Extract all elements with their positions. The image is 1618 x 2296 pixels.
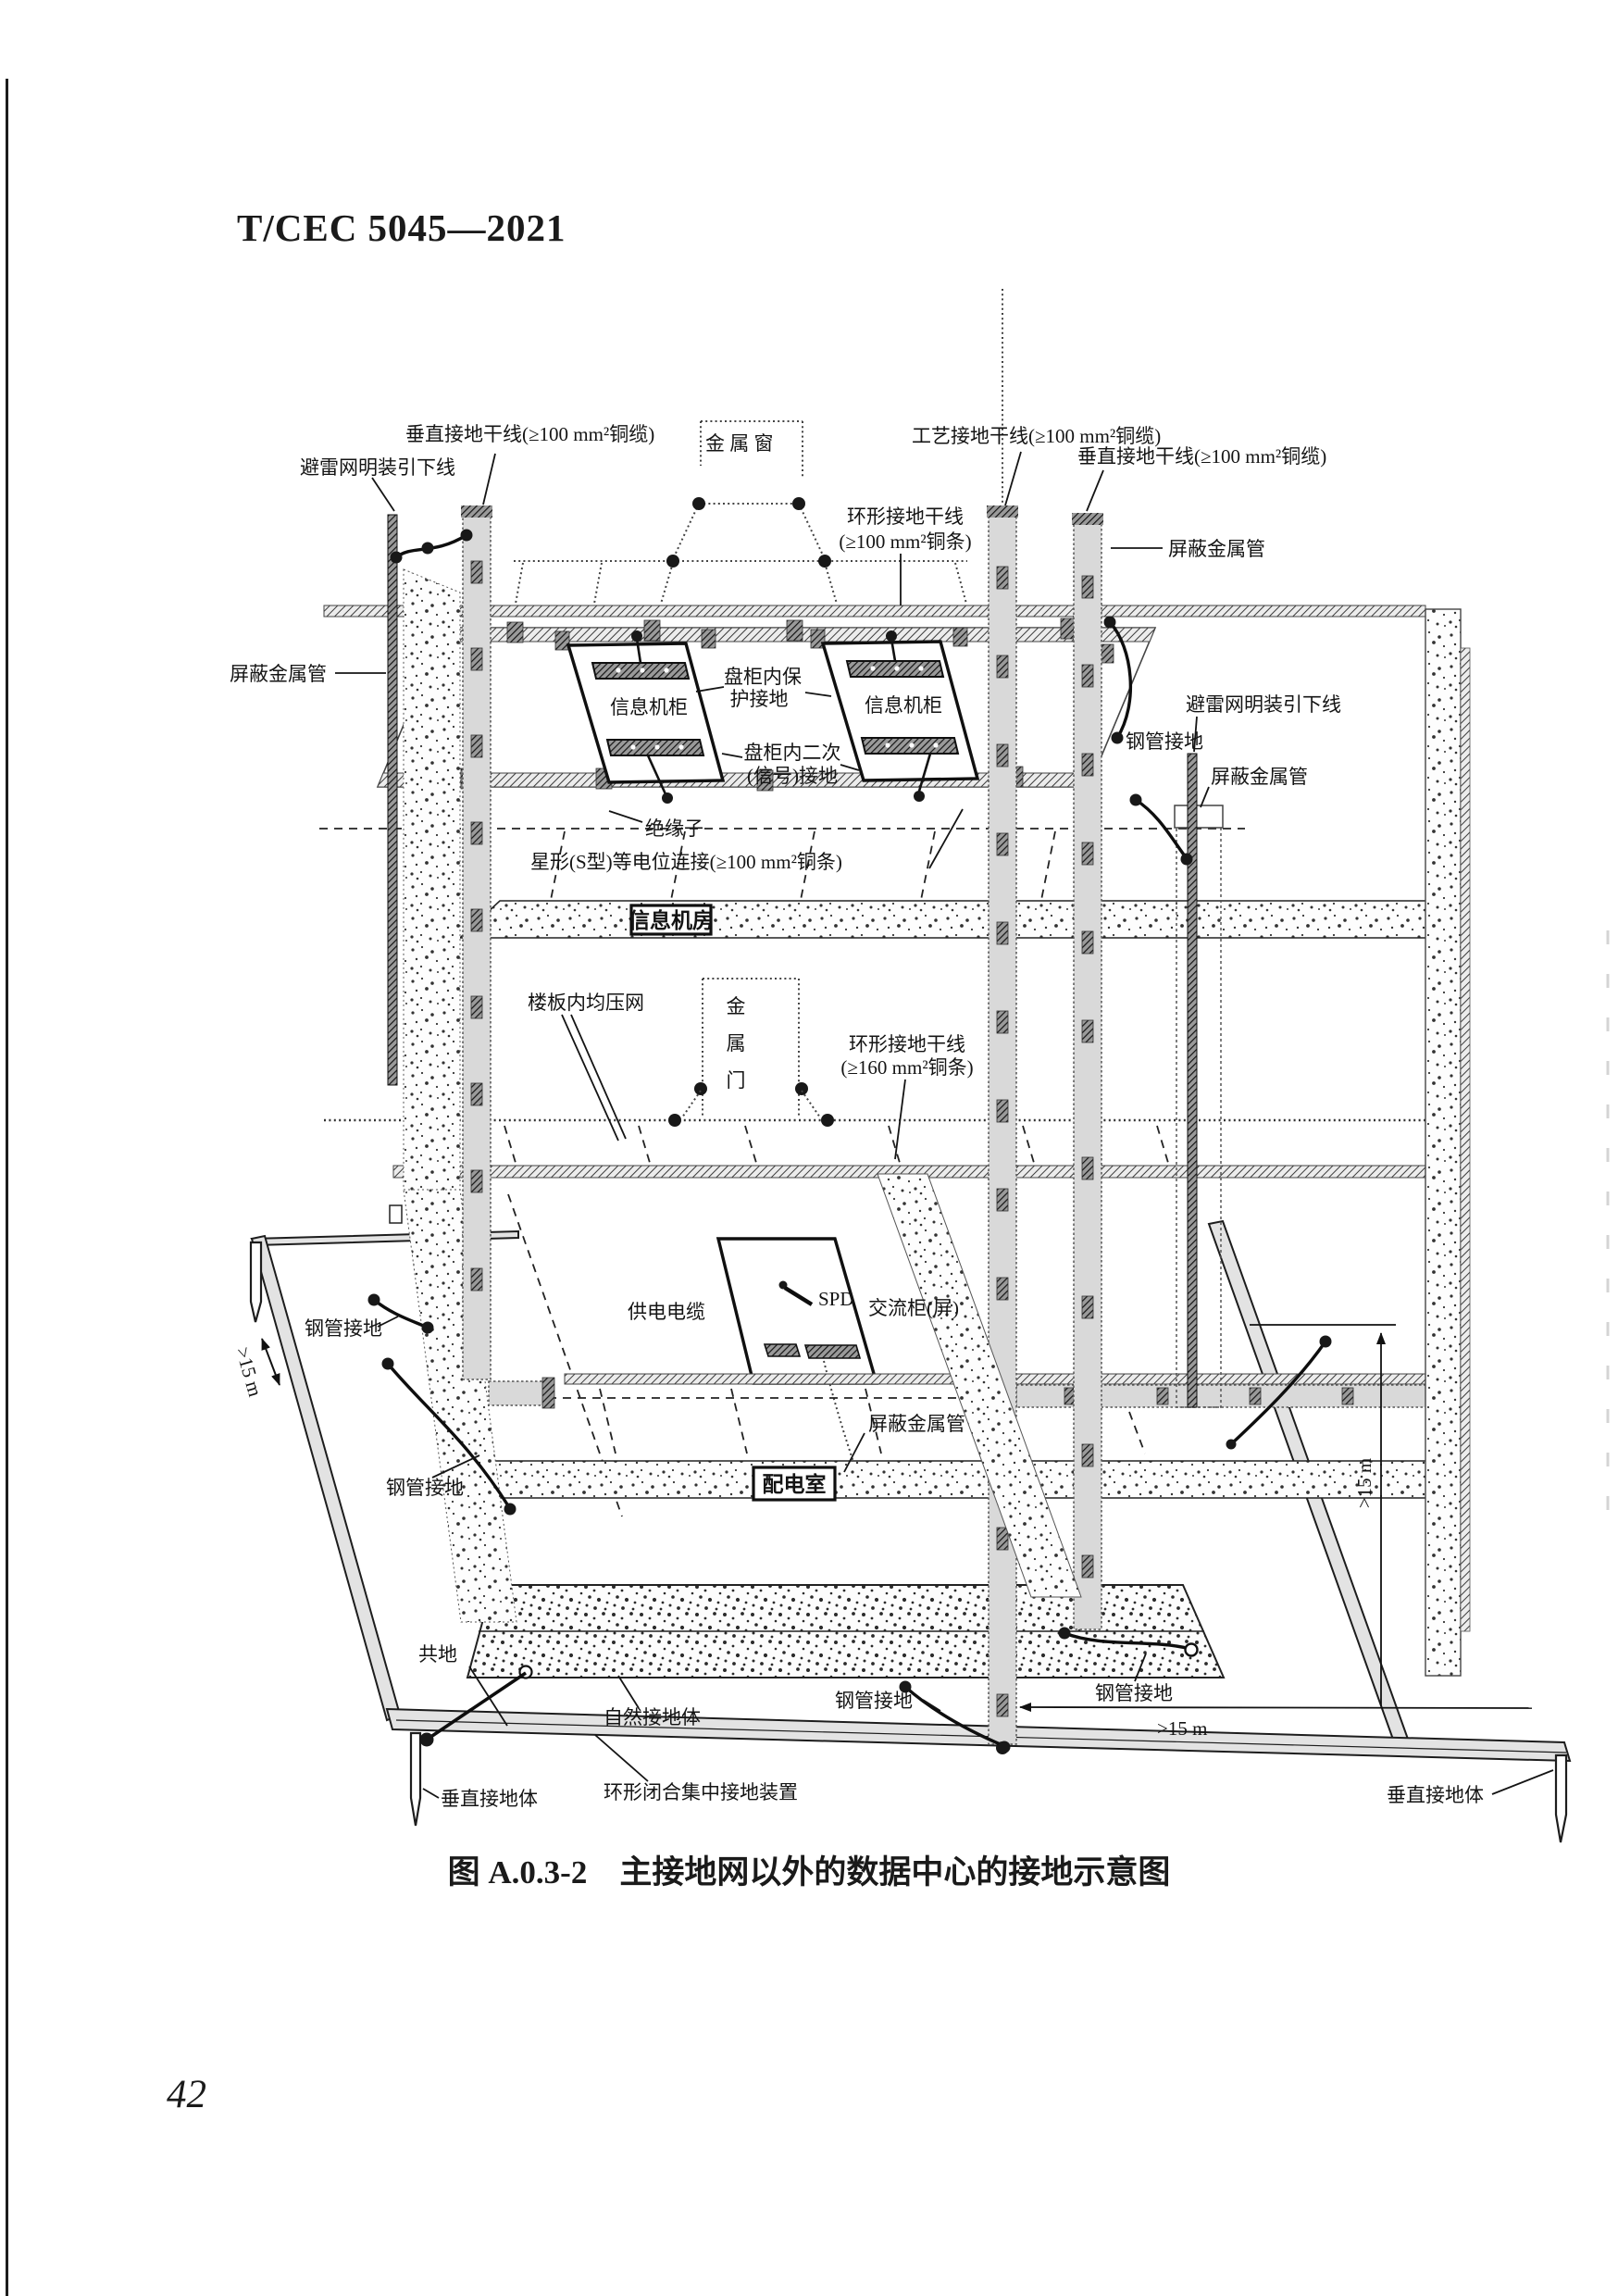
label-ac-cabinet: 交流柜(屏) — [868, 1297, 959, 1319]
label-vertical-earth-right: 垂直接地体 — [1387, 1784, 1484, 1806]
label-dim-right: >15 m — [1353, 1458, 1375, 1508]
label-lightning-downlead-left: 避雷网明装引下线 — [300, 456, 455, 479]
right-wall — [1425, 608, 1462, 1677]
vertical-rod-south — [409, 1731, 422, 1827]
label-vertical-trunk-right: 垂直接地干线(≥100 mm²铜缆) — [1077, 445, 1326, 468]
page-number: 42 — [167, 2073, 206, 2116]
label-panel-protect-2: 护接地 — [730, 688, 789, 710]
vertical-rod-east — [1554, 1753, 1568, 1843]
left-wall — [387, 505, 555, 1623]
label-shield-pipe-bottom: 屏蔽金属管 — [868, 1413, 965, 1435]
vertical-rod-west — [249, 1241, 263, 1323]
label-vertical-earth-left: 垂直接地体 — [441, 1788, 538, 1810]
distribution-room-floor: 配电室 — [467, 1460, 1454, 1502]
scan-edge-line — [6, 79, 8, 2296]
right-columns — [877, 289, 1471, 1754]
process-ground-pipe — [988, 506, 1017, 1745]
cabinet-ground-connections — [631, 630, 932, 804]
info-room-label: 信息机房 — [629, 908, 714, 932]
equipment-platform — [376, 618, 1157, 804]
label-shield-pipe-right-top: 屏蔽金属管 — [1168, 538, 1265, 560]
diagram-labels: 垂直接地干线(≥100 mm²铜缆) 避雷网明装引下线 金 属 窗 工艺接地干线… — [230, 423, 1484, 1810]
standard-number-header: T/CEC 5045—2021 — [237, 206, 566, 249]
metal-door — [681, 978, 821, 1118]
vertical-ground-pipe-left — [462, 506, 492, 1380]
info-room-floor: 信息机房 — [457, 900, 1459, 939]
ac-cabinet-box — [716, 1237, 879, 1471]
label-ring-closed-device: 环形闭合集中接地装置 — [604, 1781, 798, 1803]
label-ring-trunk-upper-2: (≥100 mm²铜条) — [839, 530, 971, 553]
label-spd: SPD — [818, 1288, 854, 1310]
label-info-cabinet-left: 信息机柜 — [610, 696, 688, 718]
label-steel-pipe-ground-bottom-right: 钢管接地 — [1095, 1682, 1173, 1704]
label-steel-pipe-ground-left-mid: 钢管接地 — [305, 1317, 382, 1340]
right-facade-downlead — [1174, 753, 1224, 1408]
lightning-downlead-bar-right — [1187, 753, 1198, 1408]
label-insulator: 绝缘子 — [645, 817, 703, 840]
foundation — [466, 1584, 1226, 1679]
label-natural-earth: 自然接地体 — [604, 1706, 701, 1728]
leader-lines — [335, 451, 1554, 1799]
label-common-ground: 共地 — [418, 1643, 457, 1666]
label-shield-pipe-right-mid: 屏蔽金属管 — [1211, 766, 1308, 788]
lightning-downlead-bar-left — [387, 514, 398, 1086]
label-metal-door-1: 金 — [727, 995, 746, 1017]
figure-caption: 图 A.0.3-2 主接地网以外的数据中心的接地示意图 — [447, 1854, 1171, 1890]
info-cabinet-left-box — [566, 642, 726, 784]
distribution-room-label: 配电室 — [763, 1472, 827, 1496]
label-metal-window: 金 属 窗 — [705, 432, 774, 455]
label-info-cabinet-right: 信息机柜 — [865, 694, 942, 717]
label-star-bond: 星形(S型)等电位连接(≥100 mm²铜条) — [530, 851, 842, 873]
label-dim-left: >15 m — [231, 1344, 267, 1399]
label-ring-trunk-lower-1: 环形接地干线 — [849, 1033, 965, 1055]
interior-wall-section — [877, 1173, 1082, 1598]
label-steel-pipe-ground-bottom-left: 钢管接地 — [835, 1690, 913, 1712]
label-panel-secondary-2: (信号)接地 — [747, 765, 838, 787]
ring-conductor-lower — [324, 1114, 1425, 1164]
label-metal-door-2: 属 — [727, 1032, 746, 1054]
label-vertical-trunk-left: 垂直接地干线(≥100 mm²铜缆) — [405, 423, 654, 445]
label-panel-secondary-1: 盘柜内二次 — [744, 742, 841, 764]
info-cabinet-right-box — [820, 640, 980, 782]
metal-window — [514, 420, 967, 605]
bonding-wires — [367, 529, 1332, 1753]
label-ring-trunk-upper-1: 环形接地干线 — [847, 505, 964, 528]
label-panel-protect-1: 盘柜内保 — [724, 666, 802, 688]
label-steel-pipe-ground-right-upper: 钢管接地 — [1126, 730, 1203, 753]
label-power-cable: 供电电缆 — [628, 1301, 705, 1323]
label-process-trunk: 工艺接地干线(≥100 mm²铜缆) — [912, 425, 1161, 447]
vertical-ground-pipe-right — [1073, 514, 1102, 1630]
label-shield-pipe-left: 屏蔽金属管 — [230, 663, 327, 685]
label-lightning-downlead-right: 避雷网明装引下线 — [1186, 693, 1341, 716]
label-dim-bottom: >15 m — [1157, 1717, 1207, 1740]
label-metal-door-3: 门 — [727, 1069, 746, 1092]
label-floor-mesh: 楼板内均压网 — [528, 992, 644, 1014]
dimension-lines — [261, 1324, 1533, 1713]
vertical-earth-rods — [249, 1241, 1568, 1843]
label-steel-pipe-ground-left-low: 钢管接地 — [386, 1477, 464, 1499]
label-ring-trunk-lower-2: (≥160 mm²铜条) — [840, 1056, 973, 1079]
